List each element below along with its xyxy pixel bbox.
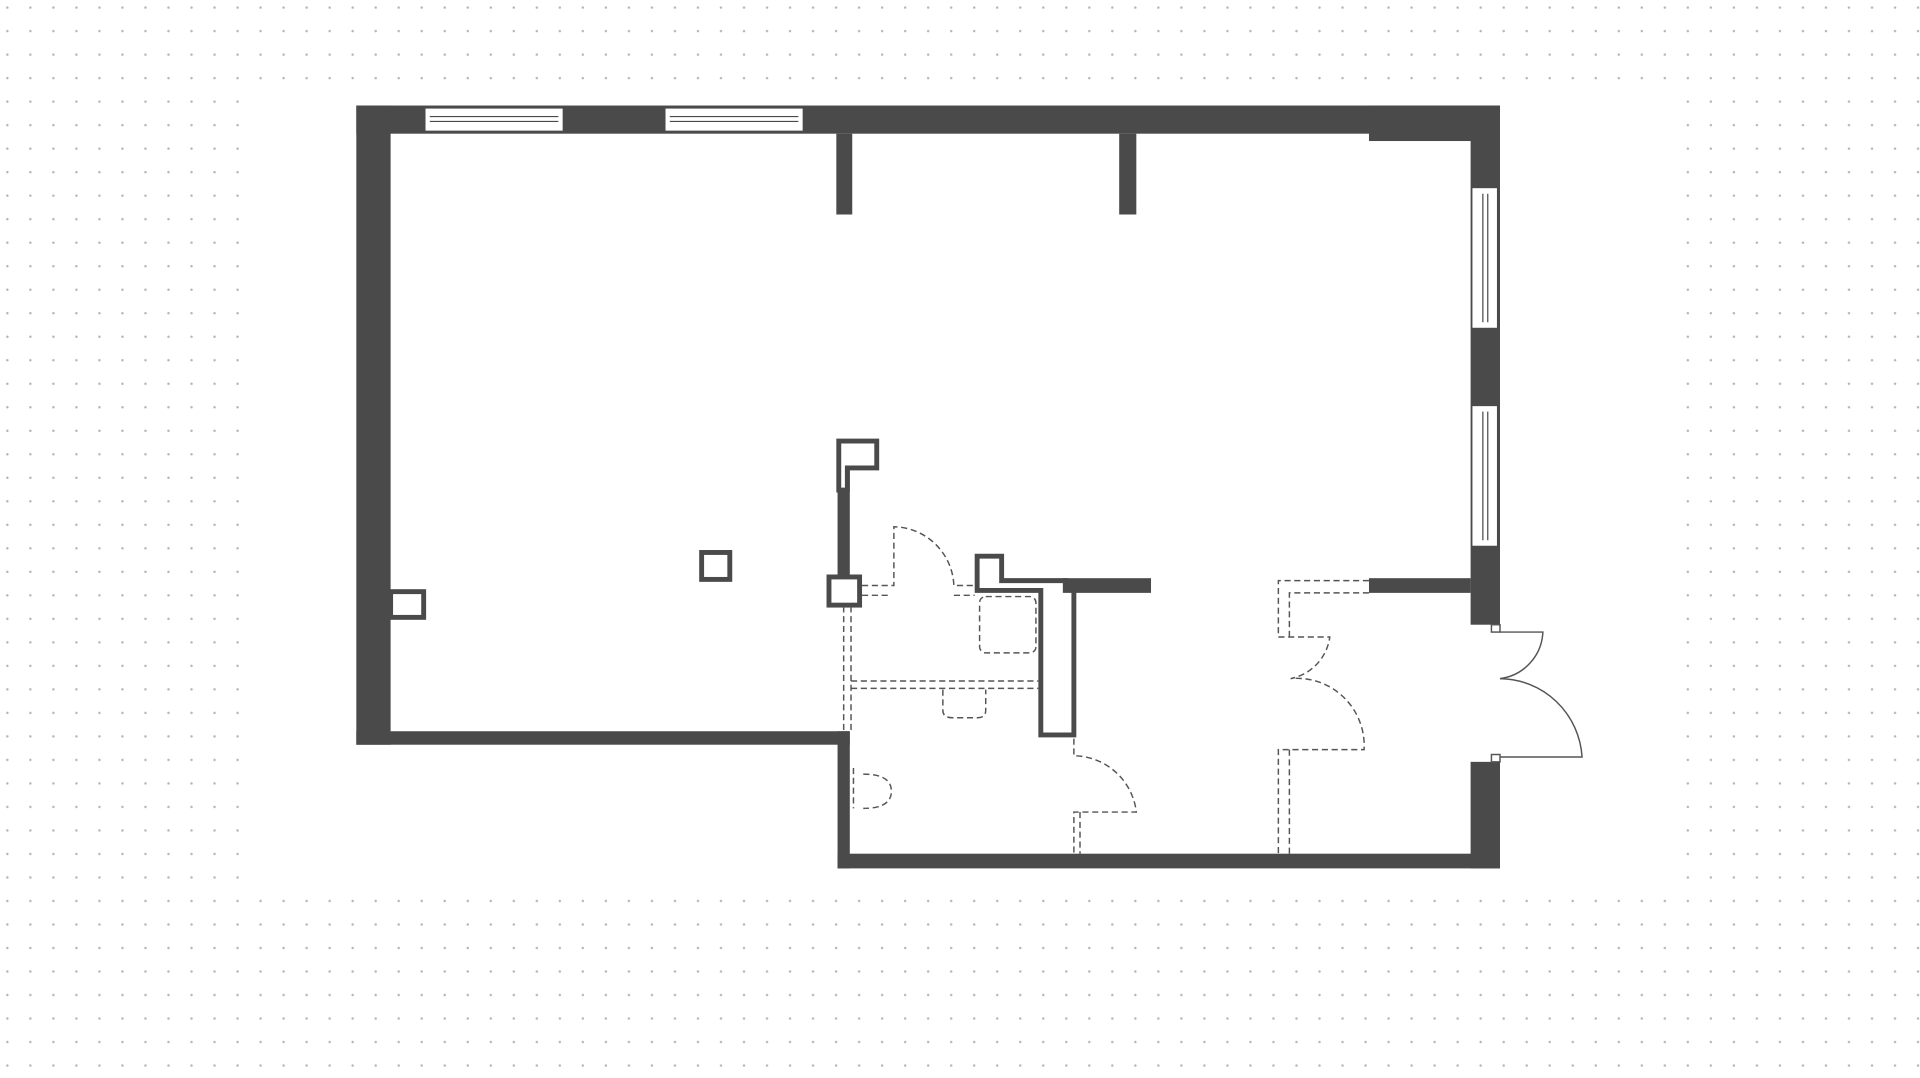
entrance-door-leaf-2 (1499, 677, 1583, 758)
door-wc-1 (862, 526, 975, 587)
left-wall (356, 105, 391, 745)
window-right-1 (1471, 186, 1499, 329)
door-wc-2 (1073, 738, 1138, 854)
bottom-wall (837, 853, 1500, 869)
step-wall (837, 731, 850, 869)
door-jamb-top (1490, 623, 1501, 633)
partition-vertical (837, 470, 850, 576)
entrance-door-leaf-1 (1499, 631, 1544, 680)
windows (424, 107, 1499, 547)
door-jamb-bottom (1490, 753, 1501, 763)
double-door-interior (1277, 579, 1369, 854)
stub-wall-2 (1119, 133, 1137, 215)
column-box-2 (699, 550, 733, 582)
window-top-1 (424, 107, 564, 132)
entrance-double-door (1490, 623, 1583, 763)
window-right-2 (1471, 404, 1499, 547)
toilet (852, 767, 893, 810)
stub-wall-1 (836, 133, 853, 215)
outlined-walls (388, 438, 1077, 738)
column-box-3 (388, 589, 427, 620)
plan-area-mask (240, 81, 1680, 890)
right-stub-wall (1368, 578, 1471, 593)
column-box-1 (826, 574, 863, 608)
walls (356, 105, 1500, 869)
right-wall-lower (1470, 761, 1500, 869)
bottom-left-wall (356, 731, 850, 745)
double-door-interior-frame (1288, 592, 1369, 854)
partition-horizontal (1062, 578, 1152, 593)
column-l-shape (836, 438, 880, 493)
shower-tray (978, 595, 1037, 654)
bathroom-partition (974, 553, 1077, 738)
dashed-fixtures (842, 526, 1369, 854)
sink (942, 689, 987, 719)
window-top-2 (664, 107, 804, 132)
